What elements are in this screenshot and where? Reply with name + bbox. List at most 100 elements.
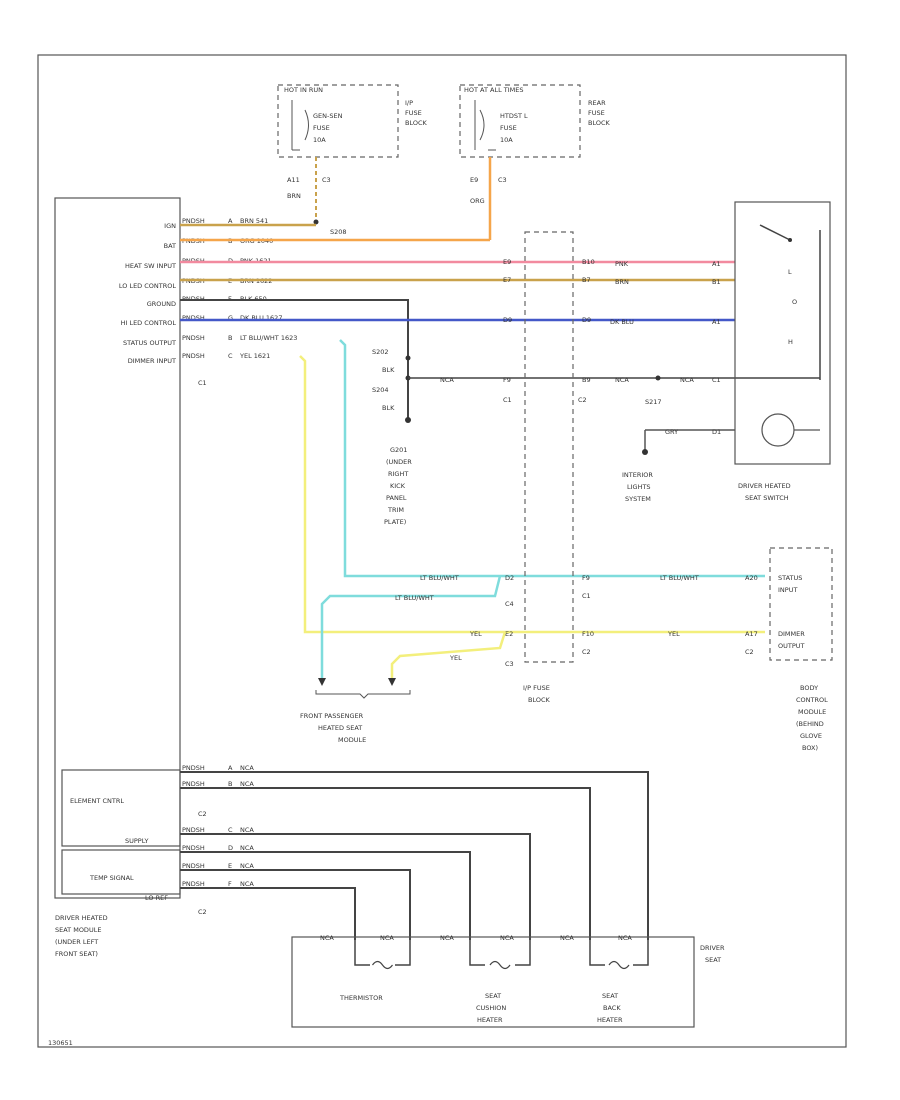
yel-wire-label-1: YEL [469, 630, 482, 638]
lower-wire [180, 787, 591, 940]
bcm-pin-dimmer: A17 [745, 630, 758, 638]
fuse-left-block3: BLOCK [405, 119, 428, 127]
switch-off: O [792, 298, 797, 306]
splice-dot-s217 [655, 375, 661, 381]
heater-element-icon [608, 960, 630, 970]
lower-group-box-1 [61, 769, 181, 847]
lower-pin-prefix: PNDSH [182, 862, 205, 870]
fb-lower-left-conn-2: C3 [505, 660, 514, 668]
seat-wire-label: NCA [500, 934, 514, 942]
fuse-left-conn: C3 [322, 176, 331, 184]
seat-back-3: HEATER [597, 1016, 623, 1024]
fb-lower-left-conn-1: C4 [505, 600, 514, 608]
driver-seat-box [291, 936, 695, 1028]
seat-wire-label: NCA [618, 934, 632, 942]
module-pin-name: HEAT SW INPUT [125, 262, 176, 270]
lower-group-box-2 [61, 849, 181, 895]
module-pin-wire: YEL 1621 [239, 352, 270, 360]
right-wire-blu: DK BLU [610, 318, 634, 326]
right-pin-nca: C1 [712, 376, 721, 384]
fuse-right-element [474, 100, 496, 151]
bcm-label-5: GLOVE [800, 732, 822, 740]
fuse-block-left-conn: C1 [503, 396, 512, 404]
bcm-label-1: BODY [800, 684, 818, 692]
interior-label-1: INTERIOR [622, 471, 653, 479]
lamp-icon [761, 413, 795, 447]
module-pin-name: GROUND [147, 300, 176, 308]
lower-wire [180, 771, 649, 940]
fb-lower-left-pin-2: E2 [505, 630, 513, 638]
module-pin-wire: DK BLU 1627 [240, 314, 282, 322]
lower-pin-prefix: PNDSH [182, 764, 205, 772]
ground-label-5: PANEL [386, 494, 407, 502]
right-pin-blu: A1 [712, 318, 721, 326]
passenger-brace [315, 690, 411, 699]
lower-pin-letter: D [228, 844, 233, 852]
fuse-right-wire: ORG [470, 197, 485, 205]
cyan-wire-label-1: LT BLU/WHT [420, 574, 459, 582]
seat-element-wire [354, 940, 411, 966]
switch-label-1: DRIVER HEATED [738, 482, 791, 490]
fuse-left-block2: FUSE [405, 109, 422, 117]
switch-hi: H [788, 338, 793, 346]
lower-lo-ref: LO REF [145, 894, 168, 902]
module-pin-name: DIMMER INPUT [128, 357, 176, 365]
interior-terminal [642, 449, 648, 455]
passenger-label-2: HEATED SEAT [318, 724, 362, 732]
lower-pin-letter: E [228, 862, 232, 870]
fuse-right-header: HOT AT ALL TIMES [464, 86, 524, 94]
seat-wire-label: NCA [380, 934, 394, 942]
fuse-left-name: GEN-SEN [313, 112, 343, 120]
seat-cushion-2: CUSHION [476, 1004, 506, 1012]
lower-c2b: C2 [198, 908, 207, 916]
module-pin-prefix: PNDSH [182, 314, 205, 322]
seat-wire-label: NCA [320, 934, 334, 942]
lower-wire-label: NCA [240, 764, 254, 772]
module-label-2: SEAT MODULE [55, 926, 101, 934]
heater-element-icon [489, 960, 511, 970]
module-pin-name: LO LED CONTROL [119, 282, 176, 290]
splice-s204: S204 [372, 386, 389, 394]
lower-pin-letter: B [228, 780, 232, 788]
module-pin-prefix: PNDSH [182, 217, 205, 225]
lower-c2a: C2 [198, 810, 207, 818]
diagram-frame [37, 54, 847, 1048]
ground-wire-right: NCA [680, 376, 694, 384]
bcm-label-4: (BEHIND [796, 720, 824, 728]
switch-label-2: SEAT SWITCH [745, 494, 789, 502]
heated-seat-module [54, 197, 181, 899]
module-pin-name: BAT [164, 242, 176, 250]
switch-lo: L [788, 268, 792, 276]
module-pin-prefix: PNDSH [182, 334, 205, 342]
fuse-block-right-pin: B7 [582, 276, 591, 284]
fuse-right-conn: C3 [498, 176, 507, 184]
lower-pin-prefix: PNDSH [182, 780, 205, 788]
cyan-wire-label-2: LT BLU/WHT [395, 594, 434, 602]
fuse-right-block2: FUSE [588, 109, 605, 117]
ground-label-4: KICK [390, 482, 406, 490]
module-pin-prefix: PNDSH [182, 352, 205, 360]
lower-wire-label: NCA [240, 880, 254, 888]
module-pin-letter: C [228, 352, 233, 360]
ground-label-2: (UNDER [386, 458, 412, 466]
bcm-dimmer-2: OUTPUT [778, 642, 805, 650]
bcm-label-3: MODULE [798, 708, 826, 716]
fb-lower-right-pin-1: F9 [582, 574, 590, 582]
fuse-left-block1: I/P [405, 99, 413, 107]
fuse-block-label2: BLOCK [528, 696, 551, 704]
switch-node-1 [788, 238, 792, 242]
right-wire-brn: BRN [615, 278, 629, 286]
diagram-id: 130651 [48, 1039, 73, 1047]
module-pin-letter: G [228, 314, 233, 322]
fuse-right-amps: 10A [500, 136, 513, 144]
fuse-left-element [291, 100, 309, 151]
lower-pin-letter: A [228, 764, 233, 772]
fuse-left-pin: A11 [287, 176, 300, 184]
module-label-4: FRONT SEAT) [55, 950, 98, 958]
ground-label-6: TRIM [387, 506, 404, 514]
ground-label-3: RIGHT [388, 470, 408, 478]
